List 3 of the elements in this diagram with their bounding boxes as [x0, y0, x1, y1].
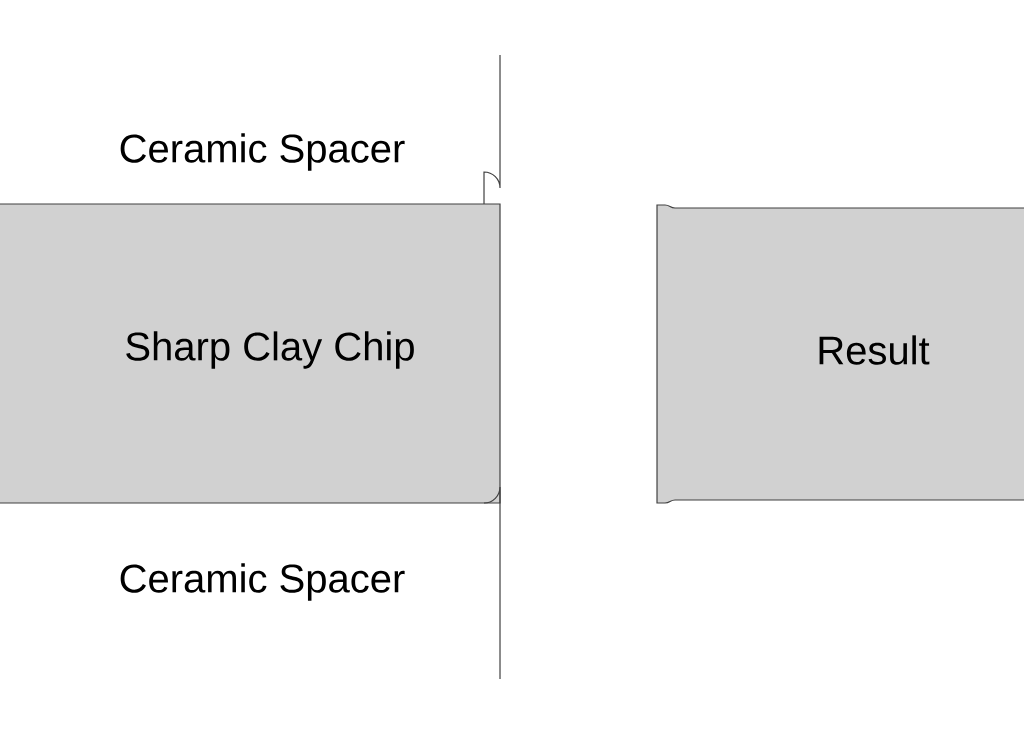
- spacer-layer: Ceramic Spacer: [120, 54, 501, 205]
- result-block: Result: [656, 204, 1024, 504]
- clay-chip-block: Sharp Clay Chip: [0, 203, 501, 504]
